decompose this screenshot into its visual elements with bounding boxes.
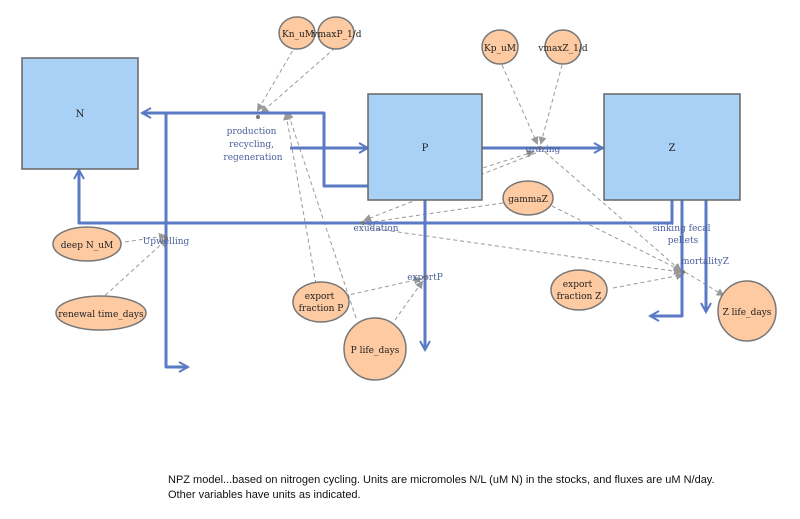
connector-links (99, 44, 725, 321)
link-exportfracp-to-exportp (343, 276, 422, 297)
z-life-label: Z life_days (723, 308, 772, 318)
renewal-time-label: renewal time_days (58, 310, 144, 320)
link-exportfracz-to-mortality (612, 272, 684, 289)
vmax-z-variable[interactable] (544, 29, 582, 65)
stock-n-label: N (76, 109, 85, 120)
exudation-flow-label: exudation (353, 224, 398, 234)
production-valve-icon (256, 115, 260, 119)
export-fraction-z-variable[interactable] (550, 269, 608, 311)
grazing-flow-label: grazing (526, 145, 561, 155)
link-exudation-to-mortality (369, 227, 682, 276)
export-p-valve-icon (423, 275, 427, 279)
p-life-label: P life_days (351, 346, 400, 356)
link-mortality-to-zlife (684, 271, 725, 297)
link-plife-to-production (286, 111, 357, 319)
grazing-valve-icon (538, 146, 542, 150)
kn-um-variable[interactable] (278, 16, 316, 50)
export-fraction-p-variable[interactable] (292, 281, 350, 323)
gamma-z-label: gammaZ (508, 195, 548, 205)
kn-um-label: Kn_uM (282, 30, 314, 40)
gamma-z-variable[interactable] (502, 180, 554, 216)
stock-z-label: Z (669, 143, 676, 154)
export-p-flow-label: exportP (407, 273, 443, 283)
renewal-time-variable[interactable] (55, 295, 147, 331)
link-kp-to-grazing (501, 64, 539, 145)
model-description-note: NPZ model...based on nitrogen cycling. U… (168, 474, 715, 501)
deep-n-variable[interactable] (52, 226, 122, 262)
link-gammaz-to-exudation (363, 202, 504, 227)
exudation-return-pipe[interactable] (79, 170, 674, 225)
deep-n-label: deep N_uM (61, 241, 113, 251)
link-vmaxz-to-grazing (538, 64, 563, 145)
mortality-z-flow-label: mortalityZ (681, 257, 729, 267)
link-kn-to-production (256, 44, 297, 112)
vmax-p-variable[interactable] (317, 16, 355, 50)
p-life-variable[interactable] (343, 317, 407, 381)
link-grazing-to-mortality (544, 151, 682, 272)
sinking-flow-label: sinking fecal pellets (653, 224, 714, 246)
vmax-p-label: vmaxP_1/d (311, 30, 361, 40)
mortality-valve-icon (681, 270, 685, 274)
stock-z[interactable]: Z (603, 93, 741, 201)
export-fraction-p-label: export fraction P (299, 292, 344, 314)
stock-p[interactable]: P (367, 93, 483, 201)
z-life-variable[interactable] (717, 280, 777, 342)
link-exportfracp-to-production (283, 112, 317, 285)
upwelling-flow-label: Upwelling (143, 237, 190, 247)
kp-um-label: Kp_uM (484, 44, 516, 54)
export-fraction-z-label: export fraction Z (557, 280, 602, 302)
stock-n[interactable]: N (21, 57, 139, 170)
link-renewal-to-upwelling (99, 238, 168, 301)
link-plife-to-exportp (394, 280, 424, 321)
vmax-z-label: vmaxZ_1/d (537, 44, 588, 54)
upwelling-flow-pipe[interactable] (164, 113, 188, 367)
upwelling-valve-icon (164, 236, 168, 240)
production-flow-label: production recycling, regeneration (223, 127, 282, 163)
exudation-valve-icon (361, 221, 365, 225)
kp-um-variable[interactable] (481, 29, 519, 65)
link-gammaz-to-mortality (551, 205, 682, 271)
link-vmaxp-to-production (260, 47, 336, 114)
sinking-flow-pipe[interactable] (650, 200, 684, 316)
stock-p-label: P (422, 143, 429, 154)
link-deepn-to-upwelling (117, 232, 167, 244)
